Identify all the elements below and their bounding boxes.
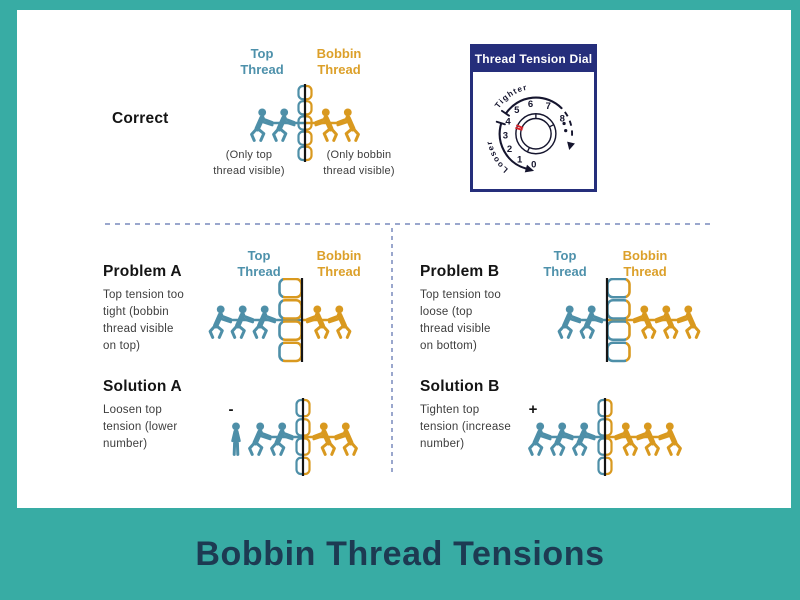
- top-thread-puller-figure: [274, 109, 295, 141]
- problem-b-tug-scene: [502, 278, 712, 368]
- dial-number-3: 3: [503, 131, 508, 142]
- stitch-loop: [278, 298, 303, 320]
- top-thread-label-problem-a: Top Thread: [237, 248, 281, 279]
- tug-scene-graphic: [197, 278, 407, 363]
- minus-sign: -: [229, 401, 234, 418]
- dial-number-5: 5: [514, 105, 520, 116]
- tug-scene-graphic: [205, 84, 415, 162]
- dial-dashed-arc: [564, 111, 574, 139]
- top-thread-puller-figure: [250, 423, 271, 455]
- content-card: Correct Top Thread Bobbin Thread (Only t…: [17, 10, 791, 508]
- problem-a-tug-scene: [197, 278, 407, 368]
- plus-sign: +: [529, 401, 538, 418]
- solution-b-heading: Solution B: [420, 378, 500, 395]
- stitch-loop: [606, 320, 631, 342]
- looser-arc-stub: [495, 120, 506, 126]
- top-thread-puller-figure: [574, 423, 595, 455]
- correct-heading: Correct: [112, 110, 169, 127]
- bobbin-thread-puller-figure: [336, 423, 357, 455]
- solution-a-body: Loosen top tension (lower number): [103, 404, 178, 450]
- bobbin-thread-puller-figure: [634, 306, 655, 338]
- top-thread-puller-figure: [559, 306, 580, 338]
- bobbin-thread-puller-figure: [656, 306, 677, 338]
- bobbin-thread-puller-figure: [638, 423, 659, 455]
- solution-b-tug-scene: +: [505, 397, 715, 487]
- horizontal-divider: [105, 223, 714, 225]
- bobbin-thread-puller-figure: [307, 306, 328, 338]
- solution-a-heading: Solution A: [103, 378, 182, 395]
- top-thread-puller-figure: [552, 423, 573, 455]
- top-thread-label-correct: Top Thread: [240, 46, 284, 77]
- top-thread-puller-figure: [232, 306, 253, 338]
- dial-number-8: 8: [560, 114, 565, 125]
- dial-panel-title: Thread Tension Dial: [473, 47, 594, 72]
- dial-number-7: 7: [546, 101, 551, 112]
- dial-numbers: 012 3 456 78: [503, 99, 565, 170]
- bobbin-thread-puller-figure: [314, 423, 335, 455]
- stitch-loop: [606, 341, 631, 363]
- standing-figure: [232, 423, 240, 455]
- dial-dashed-arrowhead: [567, 141, 575, 150]
- tug-scene-graphic: -: [229, 398, 413, 476]
- dial-number-6: 6: [528, 99, 533, 110]
- tighter-arc-stub: [501, 109, 510, 117]
- top-thread-puller-figure: [252, 109, 273, 141]
- bobbin-thread-label-correct: Bobbin Thread: [316, 46, 362, 77]
- top-thread-label-problem-b: Top Thread: [543, 248, 587, 279]
- vertical-divider: [391, 228, 393, 476]
- top-thread-puller-figure: [254, 306, 275, 338]
- top-thread-puller-figure: [272, 423, 293, 455]
- stitch-loop: [606, 298, 631, 320]
- tug-scene-graphic: +: [505, 398, 715, 476]
- bobbin-thread-puller-figure: [678, 306, 699, 338]
- dial-number-1: 1: [517, 155, 523, 166]
- looser-arrowhead: [524, 164, 535, 173]
- bobbin-thread-puller-figure: [316, 109, 337, 141]
- problem-b-body: Top tension too loose (top thread visibl…: [420, 289, 502, 352]
- tighter-label: Tighter: [493, 83, 528, 110]
- solution-b-body: Tighten top tension (increase number): [420, 404, 511, 450]
- bobbin-thread-puller-figure: [329, 306, 350, 338]
- thread-tension-dial-panel: Thread Tension Dial: [470, 44, 597, 192]
- dial-ring-ticks: [526, 113, 554, 153]
- dial-number-0: 0: [531, 159, 536, 170]
- correct-caption-left: (Only top thread visible): [213, 149, 285, 177]
- bobbin-thread-puller-figure: [616, 423, 637, 455]
- bobbin-thread-label-problem-b: Bobbin Thread: [622, 248, 668, 279]
- dial-number-4: 4: [505, 117, 511, 128]
- top-thread-puller-figure: [210, 306, 231, 338]
- tug-scene-graphic: [502, 278, 712, 363]
- bobbin-thread-puller-figure: [660, 423, 681, 455]
- top-thread-puller-figure: [530, 423, 551, 455]
- stitch-loop: [606, 278, 631, 299]
- dial-red-marker: [515, 124, 524, 131]
- problem-a-heading: Problem A: [103, 263, 182, 280]
- bobbin-thread-puller-figure: [338, 109, 359, 141]
- solution-a-tug-scene: -: [203, 397, 413, 487]
- dial-dot-2: [564, 129, 568, 133]
- tighter-arc: [505, 96, 563, 115]
- dial-number-2: 2: [507, 144, 512, 155]
- stitch-loop: [278, 341, 303, 363]
- problem-a-body: Top tension too tight (bobbin thread vis…: [103, 289, 185, 352]
- bobbin-thread-label-problem-a: Bobbin Thread: [316, 248, 362, 279]
- correct-caption-right: (Only bobbin thread visible): [323, 149, 395, 177]
- dial-dot-1: [562, 121, 566, 126]
- page-title: Bobbin Thread Tensions: [195, 534, 605, 573]
- dial-ring-inner: [519, 117, 552, 150]
- looser-arc: [498, 122, 527, 170]
- footer-band: Bobbin Thread Tensions: [0, 508, 800, 600]
- correct-tug-scene: [205, 83, 415, 173]
- top-thread-puller-figure: [581, 306, 602, 338]
- dial-ring-outer: [515, 113, 557, 155]
- stitch-loop: [278, 320, 303, 342]
- problem-b-heading: Problem B: [420, 263, 500, 280]
- stitch-loop: [278, 278, 303, 299]
